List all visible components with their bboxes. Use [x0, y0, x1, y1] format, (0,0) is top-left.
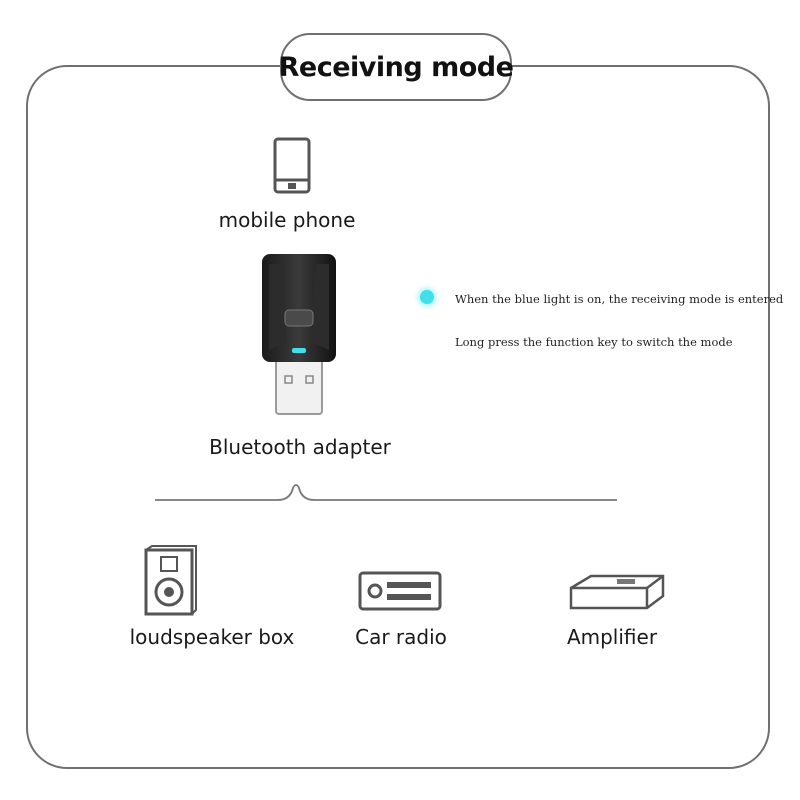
title-pill: Receiving mode [278, 33, 514, 101]
mobile-phone-label: mobile phone [218, 208, 356, 232]
diagram-title: Receiving mode [278, 51, 514, 83]
loudspeaker-icon [144, 545, 197, 616]
car-radio-icon [358, 571, 442, 611]
bluetooth-adapter-label: Bluetooth adapter [209, 435, 391, 459]
bluetooth-adapter-icon [262, 254, 336, 415]
note-blue-light: When the blue light is on, the receiving… [455, 292, 784, 306]
loudspeaker-label: loudspeaker box [129, 625, 295, 649]
mobile-phone-icon [273, 137, 311, 194]
car-radio-label: Car radio [355, 625, 447, 649]
amplifier-label: Amplifier [566, 625, 658, 649]
note-long-press: Long press the function key to switch th… [455, 335, 733, 349]
blue-light-indicator [420, 290, 434, 304]
amplifier-icon [569, 574, 665, 610]
brace-divider [155, 484, 617, 501]
